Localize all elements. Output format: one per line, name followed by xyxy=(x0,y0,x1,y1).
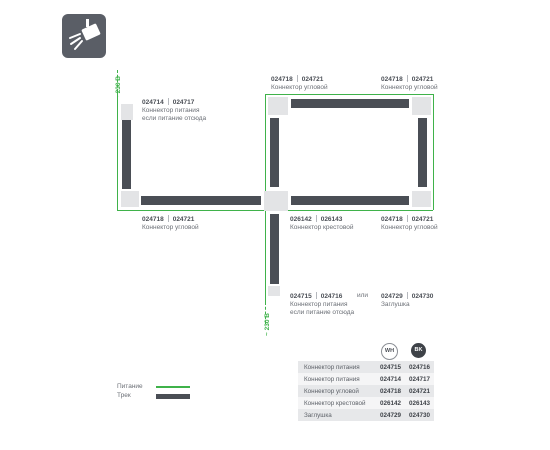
label-top-left-desc: Коннектор питания если питание отсюда xyxy=(142,107,207,122)
corner-connector-bottom-left xyxy=(121,191,139,207)
track-spotlight-icon xyxy=(69,19,101,50)
row-code-wh: 024714 xyxy=(376,373,406,385)
voltage-label-bottom: ~ 230 В xyxy=(264,313,271,336)
voltage-label-top: ~ 230 В xyxy=(115,76,122,99)
corner-connector-bottom-right xyxy=(412,191,431,207)
color-badge-wh: WH xyxy=(381,343,398,360)
logo xyxy=(62,14,106,58)
power-line-rect-bottom xyxy=(265,210,433,211)
row-code-wh: 024715 xyxy=(376,361,406,373)
track-rect-right xyxy=(418,118,427,187)
label-or: или xyxy=(357,292,369,299)
track-rect-bottom xyxy=(291,196,409,205)
track-rect-left xyxy=(270,118,279,187)
row-code-bk: 024721 xyxy=(405,385,435,397)
end-cap-bottom xyxy=(268,286,280,296)
power-line-left xyxy=(117,92,118,210)
legend-power-line xyxy=(156,386,190,388)
track-bottom-left xyxy=(141,196,261,205)
power-cable-bottom xyxy=(265,302,266,324)
power-line-bottom-left xyxy=(117,210,265,211)
corner-connector-top-right xyxy=(412,97,431,115)
power-cable-top xyxy=(117,70,118,92)
cross-connector xyxy=(264,191,288,211)
row-name: Коннектор угловой xyxy=(298,385,376,397)
legend-track-line xyxy=(156,394,190,399)
corner-connector-top-left xyxy=(268,97,288,115)
color-badge-bk: BK xyxy=(411,343,426,358)
power-line-rect-right xyxy=(433,94,434,210)
legend-track-label: Трек xyxy=(117,392,131,399)
legend-power-label: Питание xyxy=(117,383,143,390)
track-left-vertical xyxy=(122,120,131,189)
row-code-bk: 024717 xyxy=(405,373,435,385)
row-name: Коннектор питания xyxy=(298,361,376,373)
row-code-wh: 026142 xyxy=(376,397,406,409)
row-code-wh: 024718 xyxy=(376,385,406,397)
row-code-bk: 024716 xyxy=(405,361,435,373)
row-code-bk: 024730 xyxy=(405,409,435,421)
row-name: Коннектор крестовой xyxy=(298,397,376,409)
track-down xyxy=(270,214,279,284)
row-name: Заглушка xyxy=(298,409,376,421)
power-connector-top-left xyxy=(121,104,133,120)
track-rect-top xyxy=(291,99,409,108)
row-code-bk: 026143 xyxy=(405,397,435,409)
label-bottom-left-desc: Коннектор питания если питание отсюда xyxy=(290,301,355,316)
power-line-rect xyxy=(265,94,433,95)
row-code-wh: 024729 xyxy=(376,409,406,421)
row-name: Коннектор питания xyxy=(298,373,376,385)
